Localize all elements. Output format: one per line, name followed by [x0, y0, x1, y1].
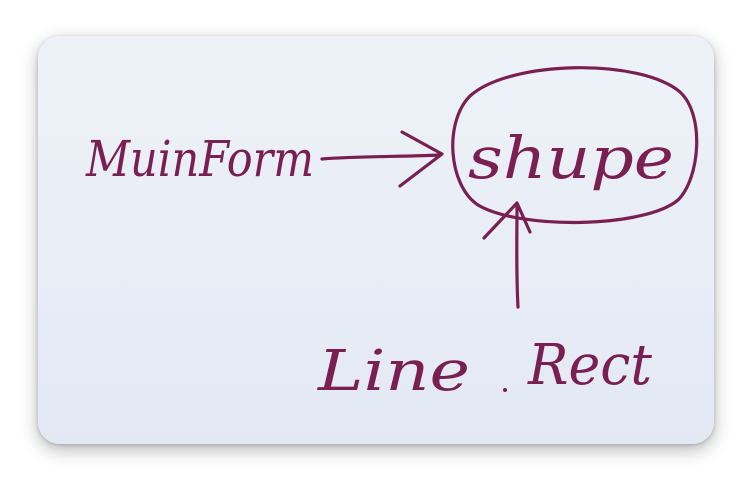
inheritance-arrow-line: [515, 202, 520, 309]
node-mainform-label: MuinForm: [85, 130, 314, 188]
stray-dot: [503, 388, 507, 392]
mainform-to-shape-arrow-line: [320, 153, 442, 161]
mainform-to-shape-arrowhead: [398, 130, 444, 188]
node-shape-label: shupe: [468, 124, 674, 192]
whiteboard: [38, 36, 714, 444]
inheritance-arrowhead: [482, 201, 532, 240]
node-line-label: Line: [317, 339, 470, 404]
shape-node-circle: [451, 66, 699, 225]
node-rect-label: Rect: [527, 333, 652, 398]
